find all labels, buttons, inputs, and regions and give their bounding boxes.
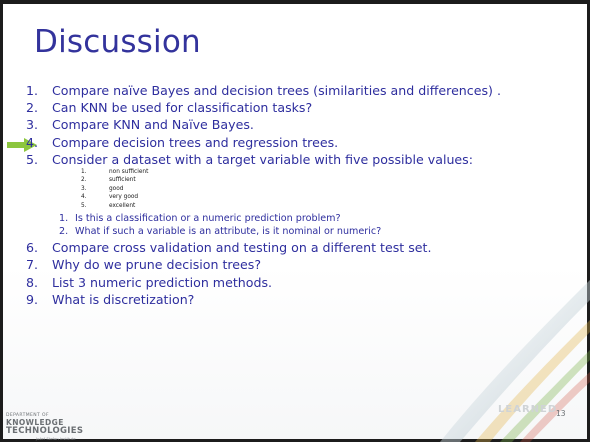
decorative-light-streaks [440, 280, 590, 442]
department-logo: DEPARTMENT OF KNOWLEDGE TECHNOLOGIES Jož… [6, 413, 84, 441]
item-number: 9. [26, 291, 39, 307]
item-number: 7. [26, 257, 39, 273]
list-item: 2. Can KNN be used for classification ta… [26, 101, 566, 115]
list-item: 9. What is discretization? [26, 291, 566, 307]
discussion-list: 1. Compare naïve Bayes and decision tree… [26, 83, 566, 310]
item-text: Consider a dataset with a target variabl… [52, 151, 473, 167]
item-number: 4. [26, 134, 39, 150]
list-item: 3.good [81, 185, 124, 192]
item-text: What is discretization? [52, 291, 195, 307]
item-text: Can KNN be used for classification tasks… [52, 100, 313, 116]
list-item: 1.Is this a classification or a numeric … [59, 213, 341, 225]
frame-top-border [0, 0, 590, 4]
list-item: 7. Why do we prune decision trees? [26, 258, 566, 272]
green-arrow-icon [7, 138, 37, 152]
subquestions-list: 1.Is this a classification or a numeric … [26, 213, 566, 238]
frame-left-border [0, 0, 3, 442]
list-item: 2.What if such a variable is an attribut… [59, 225, 382, 237]
item-text: Compare cross validation and testing on … [52, 240, 432, 256]
list-item: 2.sufficient [81, 177, 136, 184]
item-number: 8. [26, 274, 39, 290]
item-number: 1. [26, 83, 39, 98]
watermark-text: LEARNED [498, 404, 558, 415]
page-number: 13 [556, 409, 566, 418]
item-text: List 3 numeric prediction methods. [52, 274, 273, 290]
item-number: 6. [26, 240, 39, 256]
list-item: 3. Compare KNN and Naïve Bayes. [26, 118, 566, 132]
target-values-list: 1.non sufficient 2.sufficient 3.good 4.v… [26, 168, 566, 210]
item-text: Compare KNN and Naïve Bayes. [52, 117, 254, 133]
item-number: 5. [26, 151, 39, 167]
item-text: Compare decision trees and regression tr… [52, 134, 339, 150]
list-item: 1. Compare naïve Bayes and decision tree… [26, 83, 566, 98]
frame-right-border [587, 0, 590, 442]
list-item: 5. Consider a dataset with a target vari… [26, 151, 566, 238]
list-item: 6. Compare cross validation and testing … [26, 241, 566, 255]
item-number: 2. [26, 100, 39, 116]
list-item: 4. Compare decision trees and regression… [26, 134, 566, 150]
slide-title: Discussion [34, 24, 201, 60]
item-text: Why do we prune decision trees? [52, 257, 262, 273]
list-item: 1.non sufficient [81, 169, 149, 176]
list-item: 5.excellent [81, 202, 136, 209]
list-item: 8. List 3 numeric prediction methods. [26, 274, 566, 290]
frame-bottom-border [0, 439, 590, 442]
item-number: 3. [26, 117, 39, 133]
item-text: Compare naïve Bayes and decision trees (… [52, 83, 501, 98]
list-item: 4.very good [81, 194, 139, 201]
